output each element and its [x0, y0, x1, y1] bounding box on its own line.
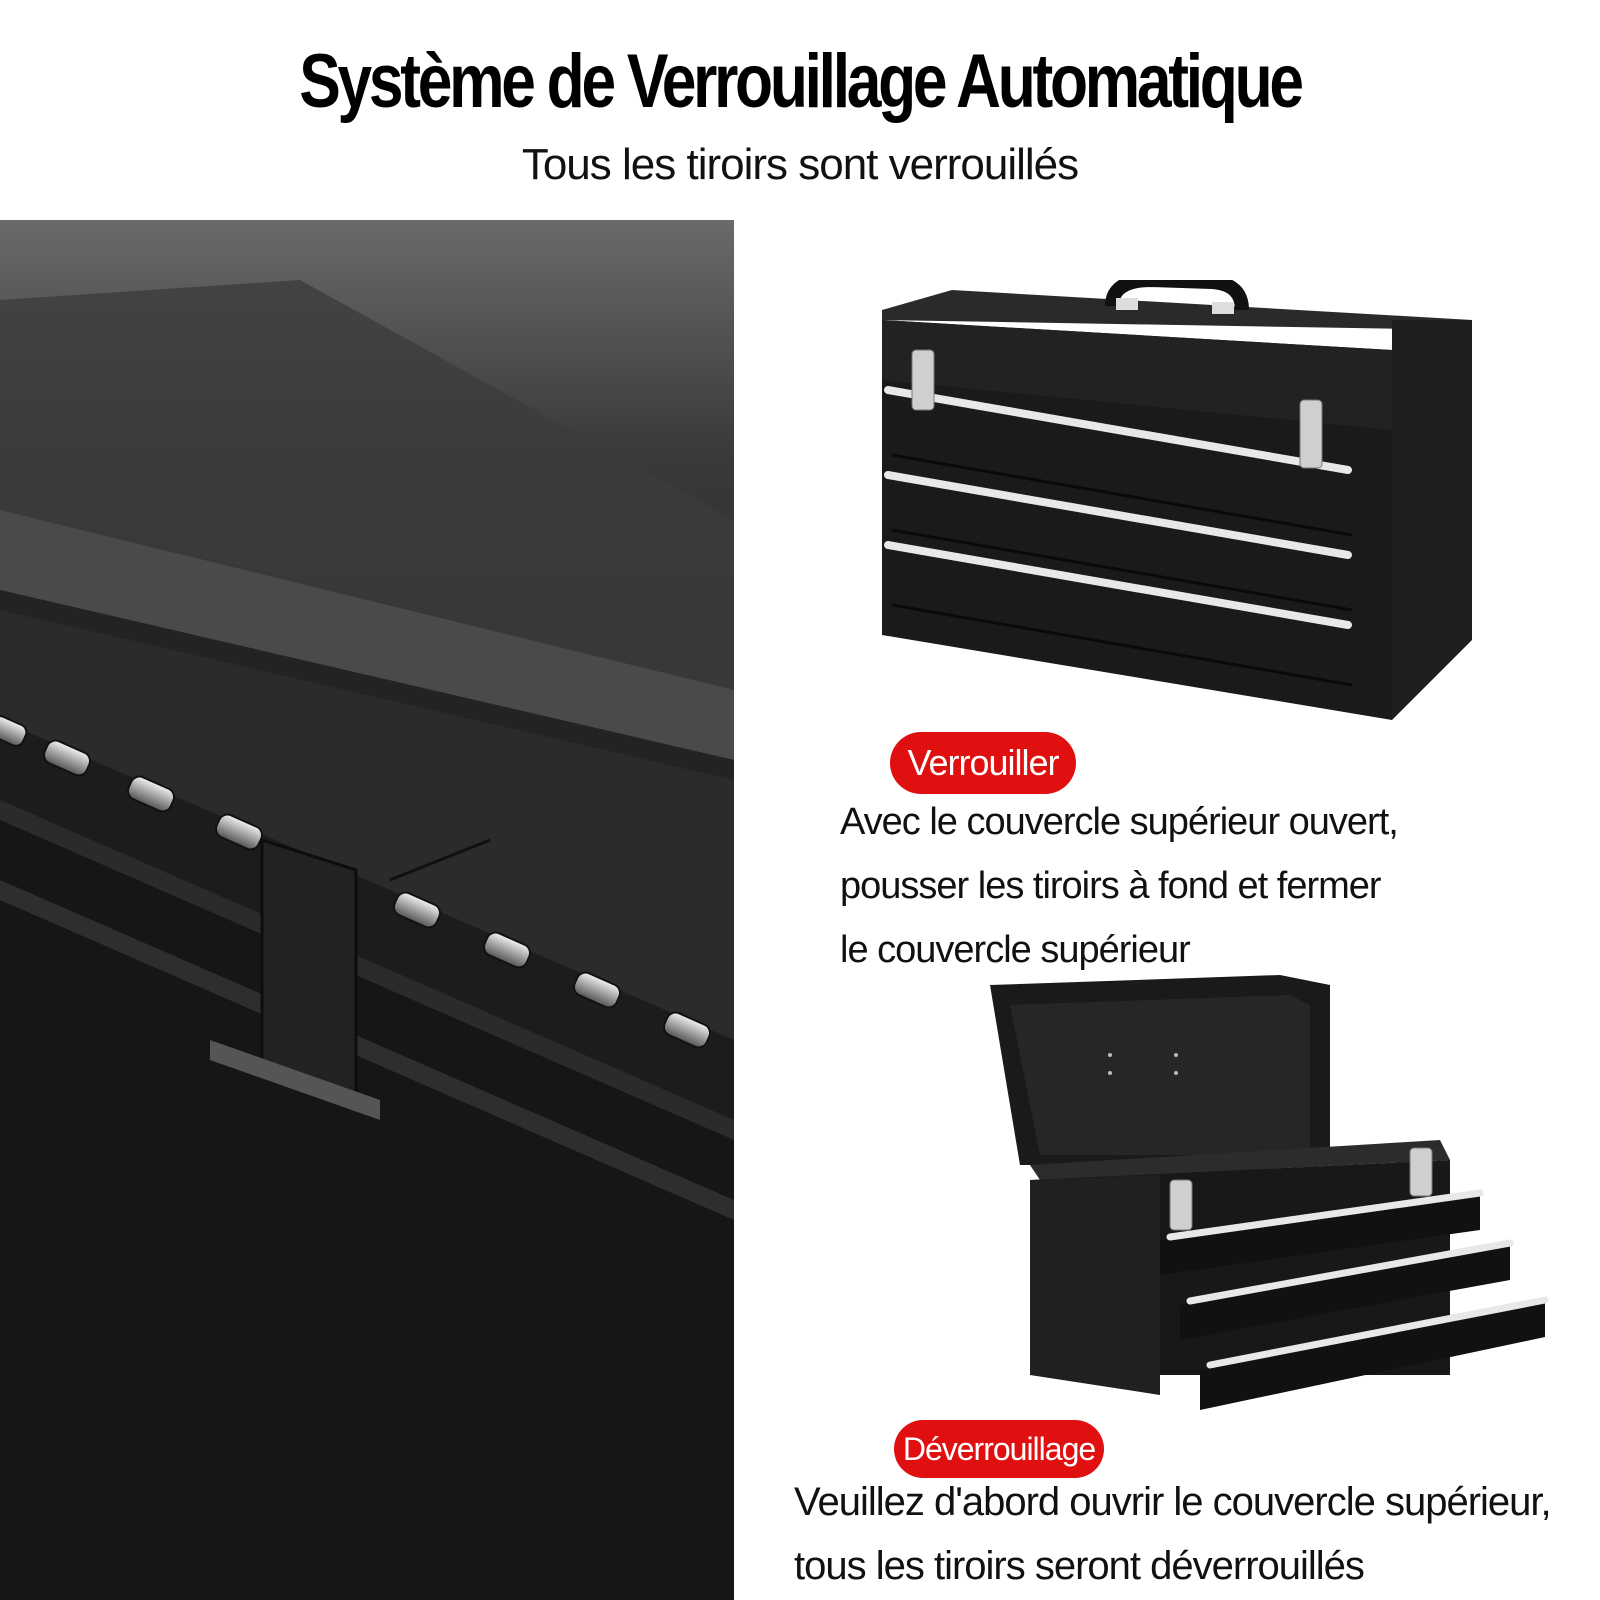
open-toolbox-image [990, 975, 1549, 1410]
lock-line-3: le couvercle supérieur [840, 929, 1191, 971]
lock-line-1: Avec le couvercle supérieur ouvert, [840, 801, 1399, 843]
lock-description: Avec le couvercle supérieur ouvert, pous… [840, 790, 1399, 982]
unlock-badge: Déverrouillage [894, 1420, 1104, 1478]
lock-line-2: pousser les tiroirs à fond et fermer [840, 865, 1382, 907]
closed-toolbox-image [882, 280, 1472, 720]
unlock-line-2: tous les tiroirs seront déverrouillés [794, 1544, 1365, 1588]
hinge-closeup-image [0, 220, 734, 1600]
page-subtitle: Tous les tiroirs sont verrouillés [521, 140, 1079, 189]
unlock-line-1: Veuillez d'abord ouvrir le couvercle sup… [794, 1480, 1552, 1524]
lock-badge: Verrouiller [890, 732, 1076, 794]
page-title: Système de Verrouillage Automatique [299, 39, 1304, 124]
unlock-description: Veuillez d'abord ouvrir le couvercle sup… [794, 1470, 1552, 1598]
